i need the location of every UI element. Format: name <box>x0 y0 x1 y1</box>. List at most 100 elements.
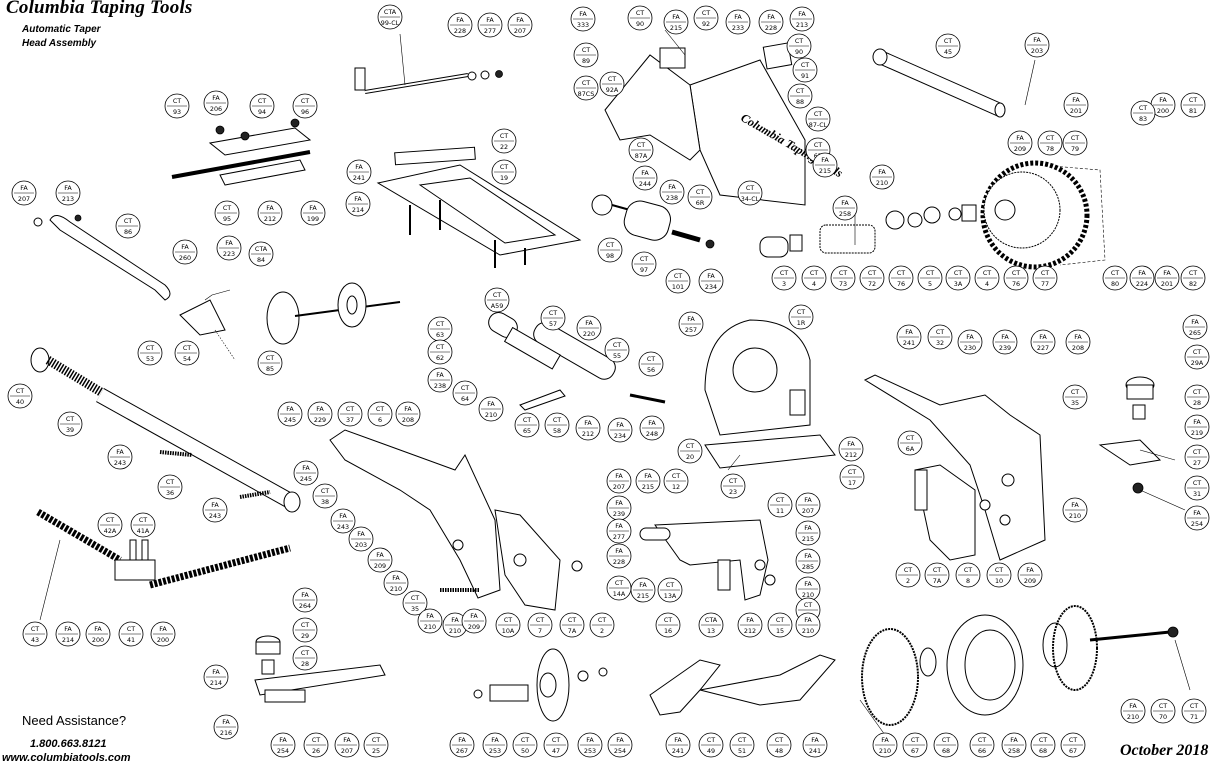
bracket-cta-13 <box>639 519 776 601</box>
callout-prefix: FA <box>266 204 274 212</box>
callout-prefix: CT <box>500 132 508 140</box>
callout-ct-8: CT8 <box>955 562 981 588</box>
callout-number: 212 <box>845 451 857 459</box>
callout-prefix: CT <box>552 736 560 744</box>
callout-ct-7a: CT 7A <box>559 612 585 638</box>
callout-prefix: CT <box>848 468 856 476</box>
callout-prefix: FA <box>357 530 365 538</box>
callout-prefix: FA <box>279 736 287 744</box>
callout-number: 101 <box>672 283 684 291</box>
callout-number: 1R <box>797 319 806 327</box>
callout-prefix: CT <box>493 291 501 299</box>
callout-number: 99-CL <box>381 19 400 27</box>
callout-ct-4: CT4 <box>801 265 827 291</box>
callout-number: 243 <box>209 512 221 520</box>
callout-number: 208 <box>1072 344 1084 352</box>
callout-prefix: FA <box>94 625 102 633</box>
callout-prefix: CT <box>568 616 576 624</box>
callout-prefix: FA <box>1039 333 1047 341</box>
callout-prefix: FA <box>404 405 412 413</box>
callout-number: 230 <box>964 344 976 352</box>
callout-prefix: FA <box>615 499 623 507</box>
callout-number: 20 <box>686 453 694 461</box>
callout-number: 212 <box>744 627 756 635</box>
callout-number: 16 <box>664 627 672 635</box>
callout-number: 29A <box>1191 359 1204 367</box>
callout-ct-4: CT4 <box>974 265 1000 291</box>
callout-number: 89 <box>582 57 590 65</box>
callout-prefix: FA <box>905 328 913 336</box>
callout-prefix: FA <box>878 168 886 176</box>
callout-prefix: CT <box>1159 702 1167 710</box>
callout-number: 67 <box>1069 747 1077 755</box>
blade-assembly-ct-93 <box>171 118 312 186</box>
callout-prefix: CT <box>906 434 914 442</box>
callout-prefix: CT <box>804 601 812 609</box>
phone-number[interactable]: 1.800.663.8121 <box>30 738 107 750</box>
callout-prefix: FA <box>1026 566 1034 574</box>
callout-number: 41A <box>137 527 150 535</box>
callout-prefix: FA <box>841 199 849 207</box>
callout-prefix: CT <box>702 9 710 17</box>
callout-number: 28 <box>1193 399 1201 407</box>
callout-number: 210 <box>802 591 814 599</box>
callout-number: 277 <box>484 27 496 35</box>
callout-number: 206 <box>210 105 222 113</box>
callout-prefix: FA <box>392 574 400 582</box>
callout-prefix: CT <box>1041 269 1049 277</box>
callout-prefix: FA <box>212 94 220 102</box>
callout-number: 209 <box>374 562 386 570</box>
callout-number: 244 <box>639 180 651 188</box>
callout-prefix: CT <box>729 477 737 485</box>
callout-number: 26 <box>312 747 320 755</box>
callout-number: 212 <box>264 215 276 223</box>
callout-prefix: FA <box>354 195 362 203</box>
callout-number: 203 <box>1031 47 1043 55</box>
callout-prefix: FA <box>746 616 754 624</box>
callout-number: 57 <box>549 320 557 328</box>
callout-prefix: FA <box>1074 333 1082 341</box>
callout-prefix: FA <box>301 591 309 599</box>
callout-prefix: CT <box>1039 736 1047 744</box>
callout-number: 7A <box>568 627 577 635</box>
callout-prefix: CT <box>301 621 309 629</box>
callout-prefix: CT <box>173 97 181 105</box>
website-link[interactable]: www.columbiatools.com <box>2 752 131 764</box>
wheels-cta-84 <box>266 282 401 345</box>
callout-prefix: CT <box>795 37 803 45</box>
callout-prefix: CT <box>613 341 621 349</box>
callout-number: 7 <box>538 627 542 635</box>
